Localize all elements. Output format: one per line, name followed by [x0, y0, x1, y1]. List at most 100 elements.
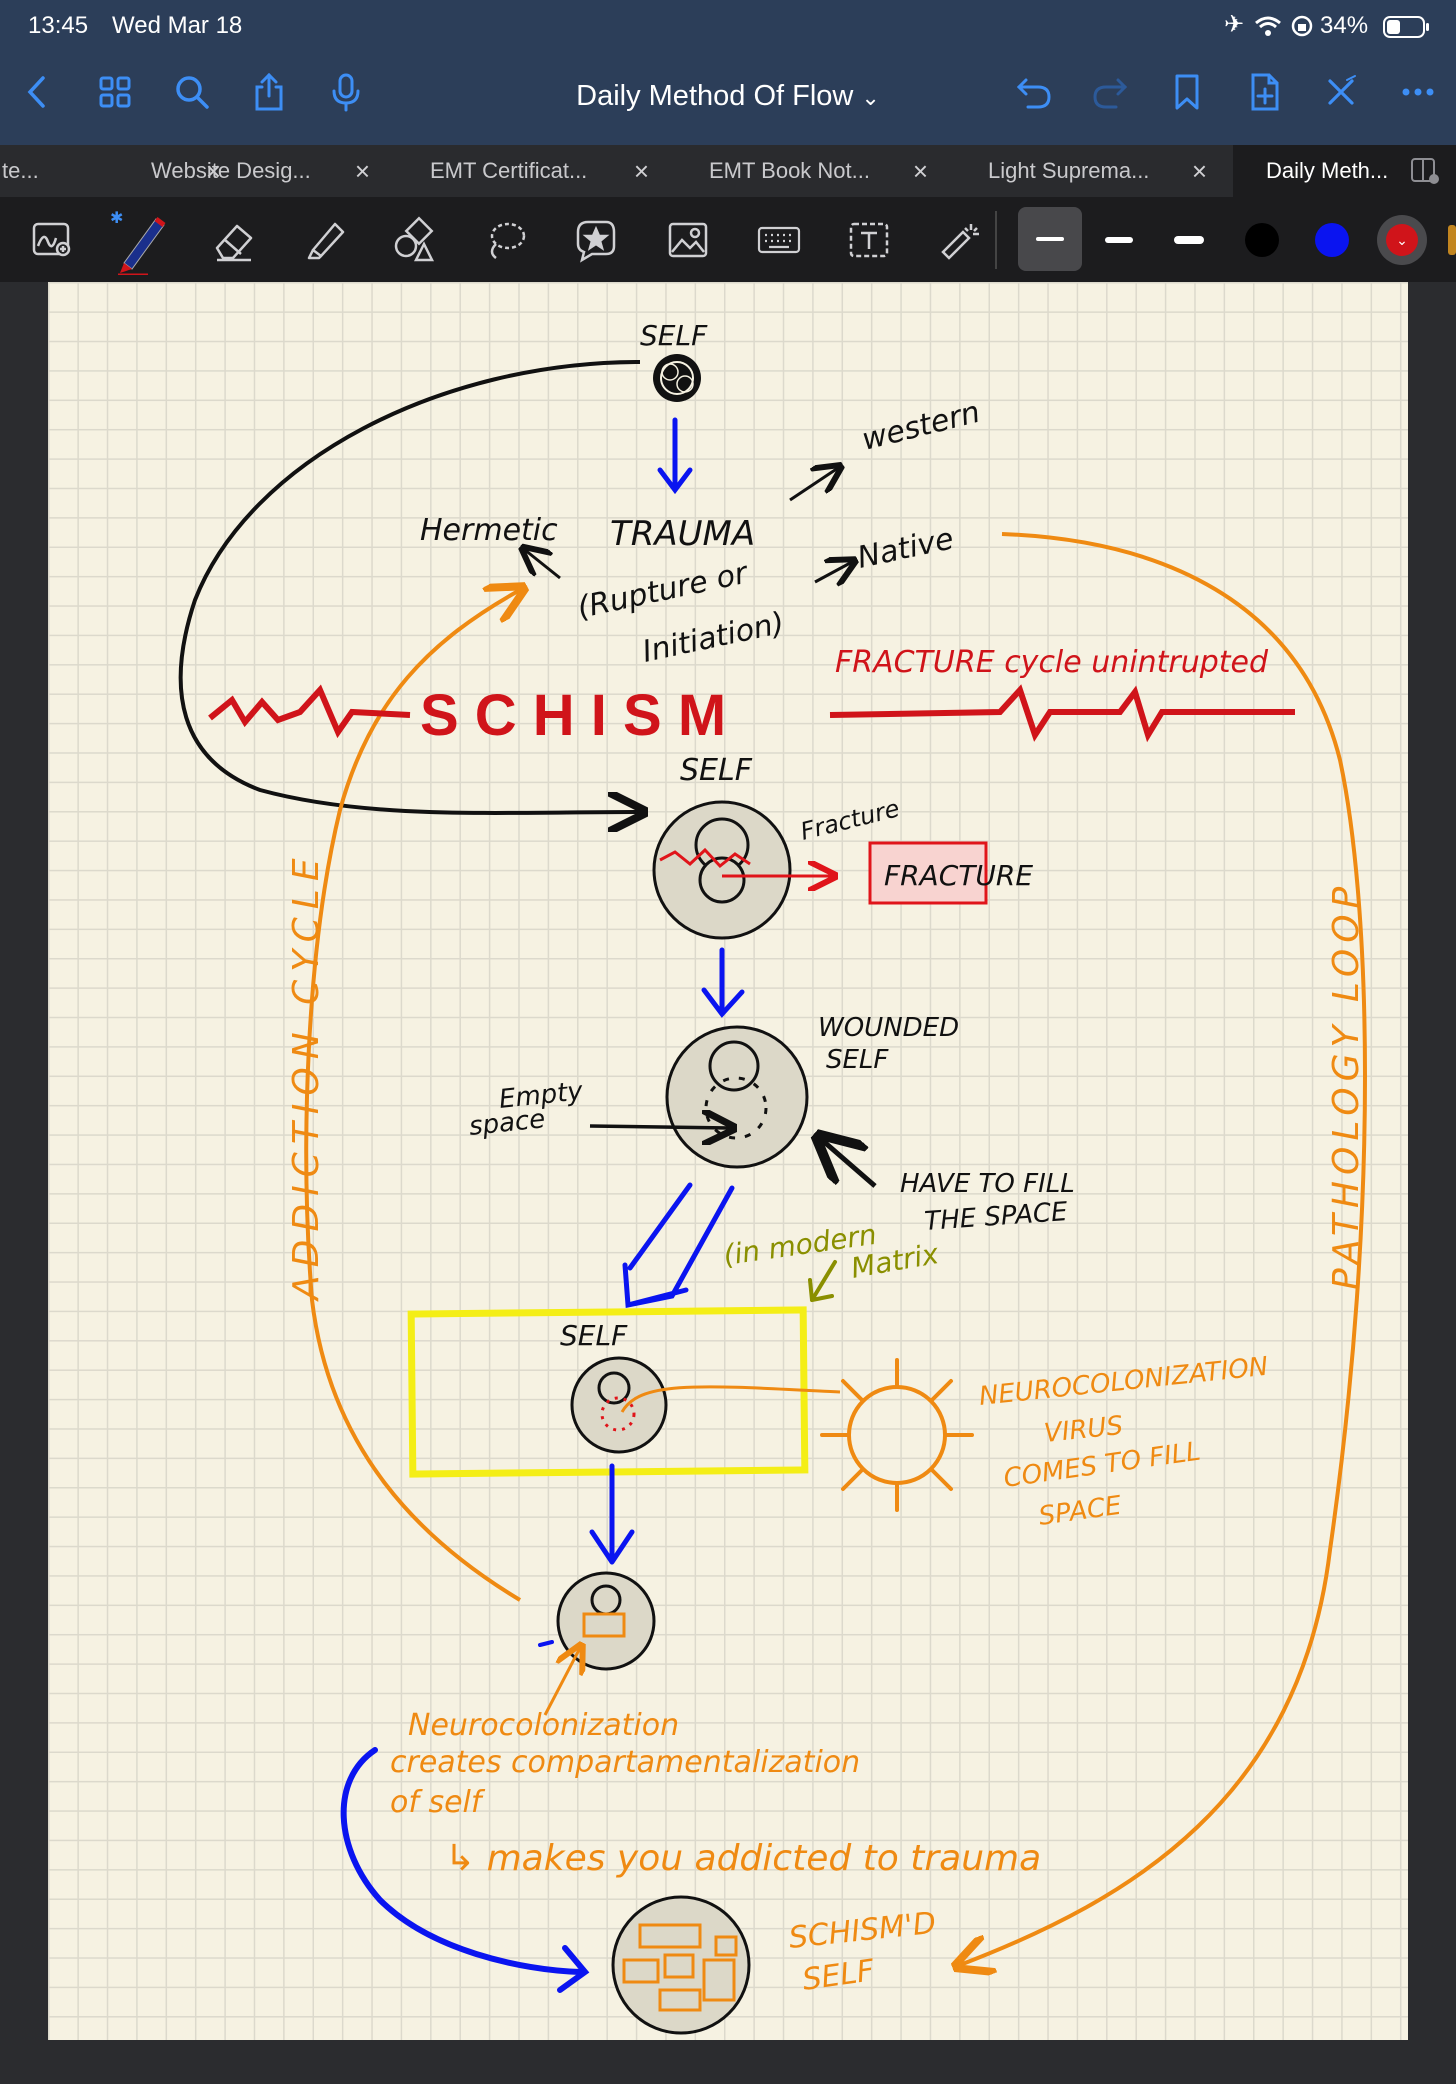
- pen-width-thick[interactable]: [1162, 213, 1216, 267]
- neuro-label-3: COMES TO FILL: [1002, 1437, 1203, 1494]
- status-time: 13:45: [28, 12, 89, 39]
- self-matrix-inner: [597, 1371, 631, 1405]
- tab-label: Light Suprema...: [988, 158, 1150, 183]
- bookmark-icon[interactable]: [1165, 70, 1209, 114]
- addicted-label: ↳ makes you addicted to trauma: [445, 1838, 1041, 1879]
- status-date: Wed Mar 18: [112, 12, 243, 39]
- compartment-self-inner: [590, 1584, 622, 1616]
- pathology-loop: [960, 532, 1367, 1965]
- split-view-icon[interactable]: [1410, 157, 1440, 185]
- arrow-down-blue-double: [622, 1182, 735, 1309]
- handwriting-zoom-icon[interactable]: [25, 213, 79, 267]
- self-matrix-circle: [570, 1356, 668, 1454]
- color-swatch-ring: ⌄: [1377, 215, 1427, 265]
- undo-icon[interactable]: [1012, 70, 1056, 114]
- tab-notes[interactable]: te... ×: [0, 145, 247, 197]
- tab-daily-method[interactable]: Daily Meth...: [1233, 145, 1456, 197]
- fracture-box-label: FRACTURE: [884, 859, 1033, 892]
- comp-label-2: creates compartamentalization: [390, 1745, 860, 1780]
- schismd-compartments: [622, 1923, 738, 2012]
- shapes-icon[interactable]: [387, 213, 441, 267]
- arrow-to-schismd-self: [340, 1747, 590, 1993]
- color-blue[interactable]: [1305, 213, 1359, 267]
- document-title[interactable]: Daily Method Of Flow ⌄: [576, 80, 880, 112]
- image-icon[interactable]: [661, 213, 715, 267]
- arrow-down-blue: [589, 1463, 635, 1565]
- more-icon[interactable]: [1396, 70, 1440, 114]
- trauma-rupture: (Rupture or: [574, 555, 752, 625]
- close-x-icon[interactable]: [1319, 70, 1363, 114]
- airplane-icon: ✈: [1224, 11, 1245, 38]
- width-line-icon: [1105, 237, 1133, 243]
- color-swatch: [1315, 223, 1349, 257]
- compartment-box: [582, 1612, 626, 1638]
- lasso-icon[interactable]: [479, 213, 533, 267]
- document-title-text[interactable]: Daily Method Of Flow: [576, 80, 854, 112]
- highlighter-icon[interactable]: [298, 213, 352, 267]
- sticker-icon[interactable]: [569, 213, 623, 267]
- close-tab-icon[interactable]: ×: [354, 156, 370, 186]
- tab-emt-book-notes[interactable]: EMT Book Not... ×: [675, 145, 954, 197]
- wounded-inner-circle: [708, 1040, 760, 1092]
- search-icon[interactable]: [170, 70, 214, 114]
- trauma-label: TRAUMA: [610, 514, 755, 554]
- knot-detail: [660, 361, 694, 395]
- tab-label: EMT Book Not...: [709, 158, 870, 183]
- pen-width-thin[interactable]: [1018, 207, 1082, 271]
- fracture-crack-line: [659, 847, 751, 869]
- native-label: Native: [854, 521, 956, 575]
- addiction-cycle-loop: [304, 590, 520, 1602]
- close-tab-icon[interactable]: ×: [633, 156, 649, 186]
- microphone-icon[interactable]: [324, 70, 368, 114]
- pen-icon[interactable]: ✱: [108, 205, 178, 275]
- close-tab-icon[interactable]: ×: [912, 156, 928, 186]
- wounded-label-1: WOUNDED: [818, 1013, 959, 1043]
- fracture-box: [868, 841, 988, 905]
- self-matrix-dashed: [600, 1396, 636, 1432]
- self-top-label: SELF: [640, 319, 708, 352]
- back-icon[interactable]: [16, 70, 60, 114]
- arrow-down-blue: [657, 417, 693, 495]
- width-line-icon: [1036, 237, 1064, 241]
- grid-icon[interactable]: [93, 70, 137, 114]
- close-tab-icon[interactable]: ×: [205, 156, 221, 186]
- textbox-icon[interactable]: [842, 213, 896, 267]
- pen-width-medium[interactable]: [1092, 213, 1146, 267]
- keyboard-icon[interactable]: [752, 213, 806, 267]
- arrow-to-native: [814, 562, 852, 582]
- tab-light-supremacy[interactable]: Light Suprema... ×: [954, 145, 1233, 197]
- hermetic-label: Hermetic: [420, 513, 558, 548]
- tab-website-design[interactable]: Website Desig... ×: [117, 145, 396, 197]
- navigation-bar: 13:45 Wed Mar 18 ✈ 34% Daily Method Of F…: [0, 0, 1456, 145]
- color-black[interactable]: [1235, 213, 1289, 267]
- neuro-label-2: VIRUS: [1043, 1411, 1125, 1449]
- fracture-cycle-label: FRACTURE cycle unintrupted: [835, 645, 1269, 680]
- battery-percent: 34%: [1320, 12, 1369, 39]
- tab-emt-certification[interactable]: EMT Certificat... ×: [396, 145, 675, 197]
- virus-spikes: [820, 1358, 974, 1512]
- add-page-icon[interactable]: [1243, 70, 1287, 114]
- arrow-to-matrix: [808, 1260, 837, 1302]
- addiction-cycle-label: ADDICTION CYCLE: [286, 850, 327, 1302]
- tab-bar: te... × Website Desig... × EMT Certifica…: [0, 145, 1456, 197]
- share-icon[interactable]: [247, 70, 291, 114]
- redo-icon[interactable]: [1088, 70, 1132, 114]
- comp-label-3: of self: [390, 1785, 486, 1820]
- self-fracture-label: SELF: [680, 753, 753, 788]
- schismd-label-2: SELF: [800, 1953, 877, 1998]
- knot-detail: [676, 375, 694, 393]
- close-tab-icon[interactable]: ×: [1191, 156, 1207, 186]
- arrow-to-western: [789, 468, 838, 502]
- wounded-label-2: SELF: [826, 1045, 889, 1075]
- laser-pointer-icon[interactable]: [932, 213, 986, 267]
- battery-icon: [1383, 16, 1429, 38]
- have-fill-label-2: THE SPACE: [923, 1197, 1069, 1237]
- neuro-label-1: NEUROCOLONIZATION: [978, 1352, 1270, 1412]
- tab-label: Daily Meth...: [1266, 158, 1389, 183]
- eraser-icon[interactable]: [206, 213, 260, 267]
- chevron-down-icon[interactable]: ⌄: [861, 85, 880, 110]
- toolbar-divider: [995, 211, 997, 269]
- color-red-selected[interactable]: ⌄: [1375, 213, 1429, 267]
- color-more-swatch[interactable]: [1448, 225, 1456, 255]
